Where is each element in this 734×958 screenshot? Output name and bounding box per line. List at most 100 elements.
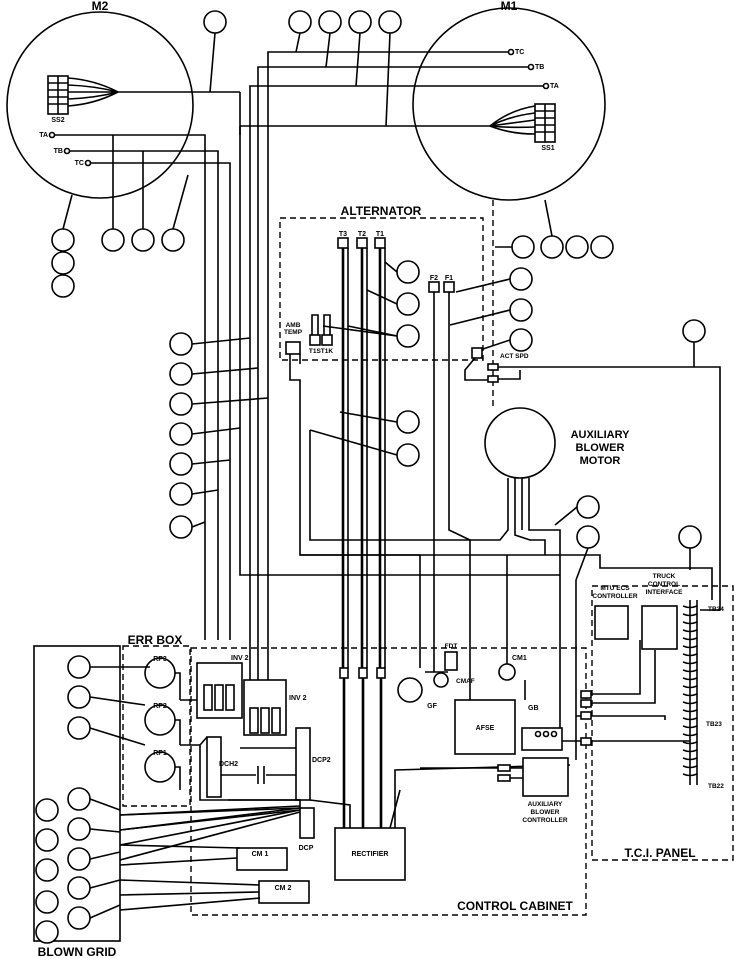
label-ss2: SS2 (51, 117, 64, 124)
label-m1-ta: TA (550, 83, 559, 90)
label-m1: M1 (501, 0, 518, 13)
label-t2: T2 (358, 231, 366, 238)
label-aux-motor-1: AUXILIARY (571, 429, 631, 441)
label-m2: M2 (92, 0, 109, 13)
afse-module (454, 699, 516, 755)
callout-bubble (51, 228, 75, 252)
callout-bubble (396, 324, 420, 348)
callout-bubble (565, 235, 589, 259)
callout-bubble (288, 10, 312, 34)
callout-bubble (682, 319, 706, 343)
label-inv2-a: INV 2 (231, 655, 249, 662)
blown-grid-box (33, 645, 121, 942)
label-cm1-right: CM1 (512, 655, 527, 662)
callout-bubble (101, 228, 125, 252)
callout-bubble (161, 228, 185, 252)
rectifier (334, 827, 406, 881)
callout-bubble (51, 274, 75, 298)
label-err-box: ERR BOX (128, 633, 183, 647)
label-m2-ta: TA (39, 132, 48, 139)
label-mtu-1: MTU ECS (600, 585, 630, 592)
label-aux-motor-3: MOTOR (580, 455, 621, 467)
callout-bubble (131, 228, 155, 252)
label-tci-2: CONTROL (648, 581, 680, 588)
callout-bubble (348, 10, 372, 34)
terminal-strip-coils (682, 605, 698, 777)
label-cm1-left: CM 1 (252, 851, 269, 858)
label-amb-temp-1: AMB (286, 322, 301, 329)
callout-bubble (509, 298, 533, 322)
label-m1-tc: TC (515, 49, 524, 56)
contactor-cm1 (236, 847, 288, 871)
callout-bubble (169, 452, 193, 476)
callout-bubble (540, 235, 564, 259)
motor-m1-outline (412, 7, 606, 201)
truck-control-interface (641, 605, 678, 650)
label-rectifier: RECTIFIER (352, 851, 389, 858)
callout-bubble (169, 332, 193, 356)
label-blown-grid: BLOWN GRID (38, 945, 117, 958)
callout-bubble (396, 260, 420, 284)
label-dch2: DCH2 (219, 761, 238, 768)
label-aux-motor-2: BLOWER (576, 442, 625, 454)
label-rp1: RP1 (153, 750, 167, 757)
callout-bubble (509, 267, 533, 291)
label-mtu-2: CONTROLLER (592, 593, 637, 600)
label-abc-3: CONTROLLER (522, 817, 567, 824)
callout-bubble (169, 392, 193, 416)
label-rp3: RP3 (153, 656, 167, 663)
label-t3: T3 (339, 231, 347, 238)
callout-bubble (509, 328, 533, 352)
label-tci-panel: T.C.I. PANEL (624, 846, 695, 860)
callout-bubble (169, 482, 193, 506)
label-gb: GB (528, 705, 539, 712)
label-dcp2: DCP2 (312, 757, 331, 764)
callout-bubble (396, 410, 420, 434)
alternator-boundary (279, 217, 484, 361)
label-m2-tc: TC (75, 160, 84, 167)
label-t1st1k: T1ST1K (309, 348, 334, 355)
label-cm2: CM 2 (275, 885, 292, 892)
callout-bubble (318, 10, 342, 34)
motor-m2-outline (6, 11, 194, 199)
label-tci-3: INTERFACE (646, 589, 684, 596)
label-alternator: ALTERNATOR (341, 204, 422, 218)
label-tb23: TB23 (706, 721, 722, 728)
label-dcp: DCP (299, 845, 314, 852)
label-amb-temp-2: TEMP (284, 329, 303, 336)
label-tci-1: TRUCK (653, 573, 676, 580)
callout-bubble (576, 525, 600, 549)
callout-bubble (396, 443, 420, 467)
callout-bubble (169, 515, 193, 539)
label-f1: F1 (445, 275, 453, 282)
label-inv2-b: INV 2 (289, 695, 307, 702)
label-gf: GF (427, 703, 437, 710)
err-box-boundary (122, 645, 191, 807)
label-tb22: TB22 (708, 783, 724, 790)
speed-sensor-ss2 (47, 75, 240, 115)
label-rp2: RP2 (153, 703, 167, 710)
label-abc-2: BLOWER (531, 809, 560, 816)
callout-bubble (396, 292, 420, 316)
callout-bubble (169, 362, 193, 386)
callout-bubble (378, 10, 402, 34)
label-afse: AFSE (476, 725, 495, 732)
mtu-ecs-controller (594, 605, 629, 640)
label-control-cabinet: CONTROL CABINET (457, 899, 573, 913)
ground-fault-relay (397, 677, 423, 703)
label-t1: T1 (376, 231, 384, 238)
label-f2: F2 (430, 275, 438, 282)
label-abc-1: AUXILIARY (528, 801, 563, 808)
callout-bubble (51, 251, 75, 275)
speed-sensor-ss1 (240, 103, 556, 143)
tci-panel-boundary (591, 585, 734, 861)
label-ss1: SS1 (541, 145, 554, 152)
callout-bubble (590, 235, 614, 259)
callout-bubble (169, 422, 193, 446)
callout-bubble (203, 10, 227, 34)
callout-bubble (678, 525, 702, 549)
callout-bubble (576, 495, 600, 519)
control-cabinet-boundary (190, 647, 587, 916)
auxiliary-blower-motor (484, 407, 556, 479)
